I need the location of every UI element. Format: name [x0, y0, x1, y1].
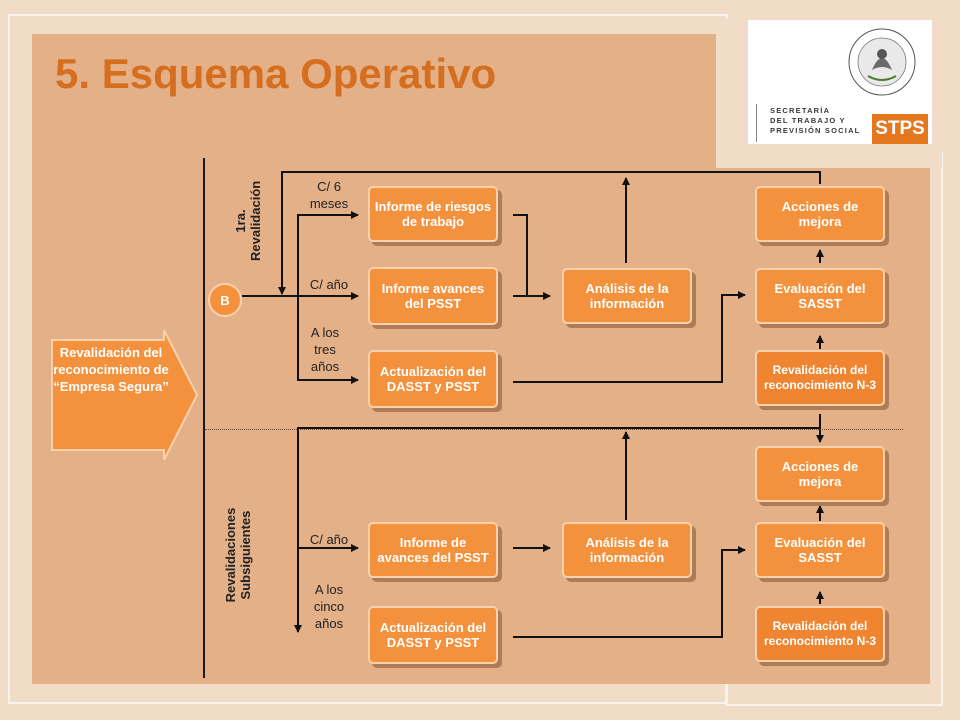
- actualizacion-to-evaluacion-2: [513, 546, 746, 638]
- section-divider-vertical: [203, 158, 205, 678]
- logo-divider: [756, 104, 757, 142]
- freq-three-years: A los tres años: [310, 325, 340, 374]
- box-evaluacion-2: Evaluación del SASST: [755, 522, 885, 578]
- logo-line-3: PREVISIÓN SOCIAL: [770, 126, 861, 135]
- start-label: Revalidación del reconocimiento de “Empr…: [53, 345, 169, 394]
- feedback-loop-1: [278, 171, 821, 295]
- box-analisis-1: Análisis de la información: [562, 268, 692, 324]
- logo-line-1: SECRETARÍA: [770, 106, 831, 115]
- box-actualizacion-2: Actualización del DASST y PSST: [368, 606, 498, 664]
- box-informe-riesgos: Informe de riesgos de trabajo: [368, 186, 498, 242]
- box-acciones-1: Acciones de mejora: [755, 186, 885, 242]
- stps-logo: SECRETARÍA DEL TRABAJO Y PREVISIÓN SOCIA…: [748, 20, 932, 144]
- box-revalidacion-2: Revalidación del reconocimiento N-3: [755, 606, 885, 662]
- freq-six-months: C/ 6 meses: [309, 179, 349, 211]
- section-subsequent-text: Revalidaciones Subsiguientes: [223, 507, 253, 603]
- logo-line-2: DEL TRABAJO Y: [770, 116, 846, 125]
- box-actualizacion-1: Actualización del DASST y PSST: [368, 350, 498, 408]
- feedback-loop-2: [294, 427, 820, 633]
- logo-text: SECRETARÍA DEL TRABAJO Y PREVISIÓN SOCIA…: [770, 106, 860, 136]
- stps-brand: STPS: [872, 114, 928, 144]
- section-divider-dotted: [205, 429, 903, 430]
- box-informe-avances-1: Informe avances del PSST: [368, 267, 498, 325]
- slide-title: 5. Esquema Operativo: [55, 50, 497, 97]
- section-label-first: 1ra. Revalidación: [233, 171, 263, 271]
- freq-year-1: C/ año: [309, 277, 349, 292]
- b-to-riesgos: [297, 211, 359, 296]
- box-evaluacion-1: Evaluación del SASST: [755, 268, 885, 324]
- actualizacion-to-evaluacion-1: [513, 291, 746, 383]
- section-first-text: 1ra. Revalidación: [233, 180, 263, 261]
- start-arrow-shape: [51, 329, 199, 461]
- freq-five-years: A los cinco años: [313, 582, 345, 631]
- riesgos-to-analisis: [513, 214, 528, 296]
- box-informe-avances-2: Informe de avances del PSST: [368, 522, 498, 578]
- freq-year-2: C/ año: [309, 532, 349, 547]
- box-revalidacion-1: Revalidación del reconocimiento N-3: [755, 350, 885, 406]
- b-to-actualizacion-1: [297, 296, 359, 384]
- box-acciones-2: Acciones de mejora: [755, 446, 885, 502]
- mexico-seal-icon: [848, 28, 916, 96]
- section-label-subsequent: Revalidaciones Subsiguientes: [223, 495, 253, 615]
- connector-b: B: [208, 283, 242, 317]
- box-analisis-2: Análisis de la información: [562, 522, 692, 578]
